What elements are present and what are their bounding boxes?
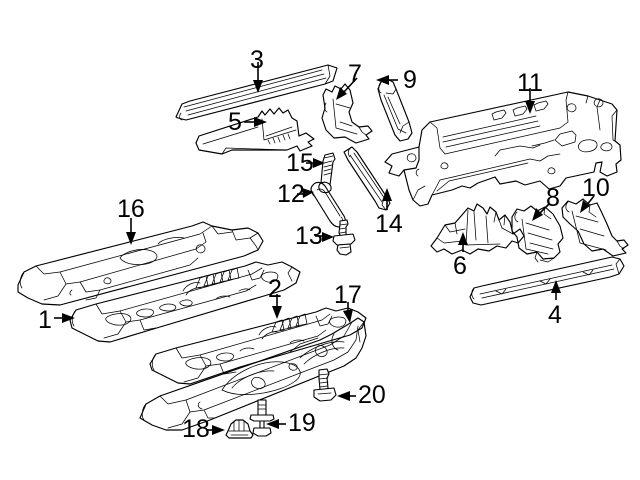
- leader-7: [336, 77, 358, 100]
- leader-17: [343, 302, 353, 323]
- callout-label-19: 19: [288, 409, 316, 437]
- callout-label-8: 8: [546, 184, 560, 212]
- callout-label-15: 15: [286, 149, 314, 177]
- part-18-grommet-nut: [225, 419, 254, 439]
- leader-1: [54, 313, 75, 323]
- part-3-side-sill-rail: [175, 64, 338, 121]
- callout-label-16: 16: [117, 195, 145, 223]
- part-5-crossmember-bracket: [195, 107, 315, 155]
- callout-label-10: 10: [582, 174, 610, 202]
- leader-20: [337, 391, 356, 401]
- leader-12: [297, 188, 314, 198]
- callout-label-5: 5: [228, 108, 242, 136]
- leader-2: [272, 294, 282, 319]
- leader-4: [551, 280, 561, 300]
- callout-label-13: 13: [295, 222, 323, 250]
- part-14-diagonal-brace: [343, 146, 391, 211]
- part-4-reinforcement-rail: [469, 256, 625, 306]
- leader-19: [266, 419, 286, 429]
- part-20-screw: [313, 368, 337, 402]
- callout-label-1: 1: [38, 306, 52, 334]
- part-13-stud-bolt: [332, 219, 356, 256]
- part-11-tunnel-panel: [384, 91, 622, 207]
- leader-18: [206, 425, 225, 435]
- callout-label-20: 20: [358, 381, 386, 409]
- part-15-hex-bolt: [318, 152, 336, 194]
- part-6-front-floor-bracket: [430, 203, 525, 255]
- leader-15: [306, 158, 325, 168]
- callout-label-11: 11: [517, 69, 543, 97]
- part-10-seat-bracket-right: [561, 198, 629, 257]
- leader-8: [532, 203, 550, 221]
- part-2-floor-panel-right: [149, 307, 367, 385]
- leader-14: [382, 188, 392, 210]
- callout-label-18: 18: [182, 415, 210, 443]
- leader-6: [458, 232, 468, 252]
- callout-label-2: 2: [268, 275, 282, 303]
- callout-label-6: 6: [453, 252, 467, 280]
- part-16-heat-shield: [17, 221, 264, 306]
- leader-16: [126, 218, 136, 245]
- leader-13: [315, 232, 334, 242]
- leader-10: [580, 195, 595, 213]
- leader-9: [376, 75, 398, 85]
- part-1-floor-panel-left: [69, 261, 301, 343]
- leader-11: [525, 88, 535, 114]
- part-7-side-member-bracket: [321, 83, 373, 144]
- callout-label-17: 17: [334, 281, 362, 309]
- callout-label-7: 7: [348, 60, 362, 88]
- callout-label-14: 14: [375, 210, 403, 238]
- callout-label-3: 3: [250, 46, 264, 74]
- part-8-seat-bracket-left: [511, 205, 564, 263]
- leader-3: [253, 62, 263, 93]
- callout-label-12: 12: [277, 180, 305, 208]
- leader-5: [244, 117, 267, 127]
- callout-label-9: 9: [403, 66, 417, 94]
- part-19-push-pin: [249, 399, 275, 437]
- callout-label-4: 4: [548, 301, 562, 329]
- part-17-rear-floor-panel: [139, 317, 367, 431]
